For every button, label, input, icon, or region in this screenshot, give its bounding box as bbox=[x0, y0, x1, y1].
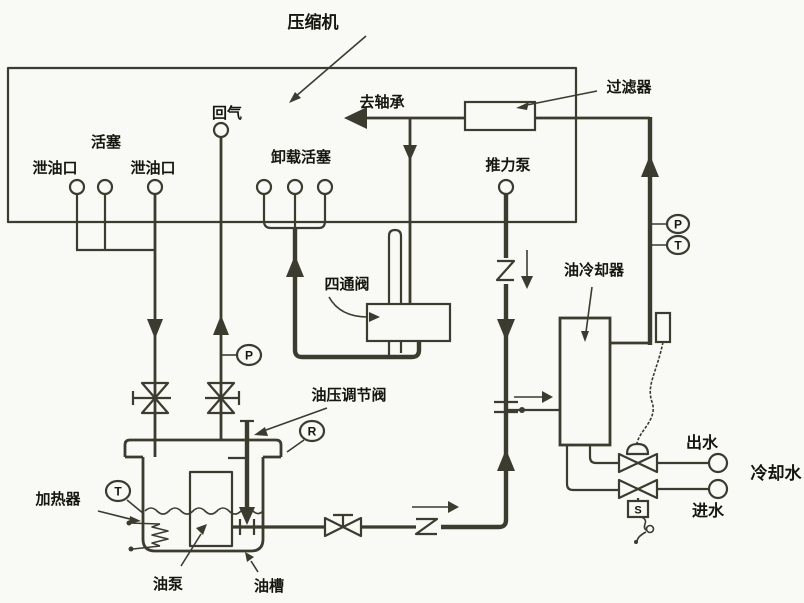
label-to-bearing: 去轴承 bbox=[359, 93, 404, 111]
label-piston: 活塞 bbox=[91, 133, 122, 151]
diaphragm-actuator bbox=[625, 442, 650, 456]
regulator-gauge bbox=[298, 419, 326, 443]
compressor-casing bbox=[6, 66, 578, 224]
four-way-valve bbox=[365, 302, 452, 343]
pump-discharge-line bbox=[323, 501, 459, 538]
label-four-way-valve: 四通阀 bbox=[324, 275, 369, 293]
four-way-valve-leader bbox=[328, 296, 369, 318]
flow-arrow-right bbox=[542, 391, 553, 403]
pressure-gauge-letter: P bbox=[245, 349, 253, 363]
flow-arrow-right bbox=[448, 501, 459, 513]
tank-body bbox=[141, 457, 265, 553]
flow-arrow-down bbox=[147, 319, 163, 339]
oil-filter bbox=[463, 100, 537, 132]
unloading-piston-ports bbox=[255, 178, 422, 360]
return-gas-port bbox=[212, 121, 230, 139]
flow-arrow-up bbox=[497, 449, 515, 471]
solenoid-box bbox=[626, 499, 650, 519]
oil-cooler-leader bbox=[585, 286, 593, 333]
water-outlet-valve bbox=[617, 442, 659, 474]
temperature-gauge-letter: T bbox=[114, 485, 122, 499]
four-way-valve-assembly bbox=[328, 118, 452, 357]
filter-leader bbox=[526, 90, 598, 106]
tank-cover bbox=[123, 438, 283, 457]
label-drain-port-right: 泄油口 bbox=[130, 159, 175, 177]
water-inlet-connection bbox=[707, 478, 729, 500]
temperature-sensor-bulb bbox=[654, 311, 672, 344]
pressure-gauge bbox=[235, 343, 263, 367]
thrust-pump-line bbox=[441, 178, 560, 530]
label-oil-tank: 油槽 bbox=[254, 577, 284, 595]
text-labels: 压缩机 回气 活塞 泄油口 泄油口 卸载活塞 去轴承 过滤器 推力泵 四通阀 油… bbox=[32, 12, 802, 595]
oil-pump bbox=[188, 470, 234, 548]
flow-arrow-up bbox=[213, 315, 229, 335]
oil-pump-leader bbox=[180, 533, 202, 567]
compressor-leader bbox=[294, 35, 367, 98]
flow-arrow-up bbox=[286, 255, 304, 277]
label-oil-cooler: 油冷却器 bbox=[564, 261, 625, 279]
label-return-gas: 回气 bbox=[212, 104, 242, 122]
capillary-line bbox=[636, 341, 664, 444]
regulator-gauge-letter: R bbox=[308, 425, 317, 439]
heater bbox=[126, 520, 169, 552]
flow-arrow-down bbox=[497, 319, 515, 341]
flow-arrow-down-small bbox=[521, 276, 533, 289]
oil-drain-lines bbox=[68, 178, 171, 457]
heater-leader bbox=[97, 510, 131, 520]
cooling-water-section: S bbox=[565, 442, 729, 544]
temperature-gauge-letter: T bbox=[674, 239, 682, 253]
flow-arrow-up bbox=[641, 155, 659, 177]
thrust-pump-port bbox=[497, 178, 515, 196]
line-break-symbol bbox=[495, 259, 516, 282]
label-filter: 过滤器 bbox=[606, 78, 652, 96]
water-outlet-connection bbox=[707, 452, 729, 474]
label-cooling-water: 冷却水 bbox=[751, 463, 803, 483]
flow-arrow-down bbox=[403, 145, 417, 161]
label-oil-pump: 油泵 bbox=[153, 575, 183, 593]
regulator-leader bbox=[265, 407, 328, 431]
label-water-in: 进水 bbox=[692, 501, 725, 520]
tank-temp-leader bbox=[126, 499, 145, 515]
oil-cooler-assembly bbox=[558, 286, 672, 447]
temperature-gauge bbox=[104, 479, 132, 503]
label-drain-port-left: 泄油口 bbox=[32, 159, 77, 177]
oil-pressure-regulating-valve: R bbox=[228, 407, 328, 525]
shutoff-valve-drain bbox=[131, 381, 171, 415]
temperature-gauge bbox=[665, 234, 691, 256]
discharge-gauges: P T bbox=[650, 213, 691, 256]
capped-tube bbox=[387, 228, 403, 304]
shutoff-valve-return bbox=[205, 381, 241, 415]
label-compressor: 压缩机 bbox=[288, 12, 339, 32]
label-oil-pressure-regulating-valve: 油压调节阀 bbox=[311, 386, 386, 404]
oil-tank-leader bbox=[250, 560, 259, 573]
pressure-gauge-letter: P bbox=[674, 218, 682, 232]
label-water-out: 出水 bbox=[686, 433, 719, 452]
label-heater: 加热器 bbox=[34, 490, 81, 508]
return-gas-line: P bbox=[205, 121, 263, 440]
discharge-valve bbox=[323, 513, 363, 538]
line-break-symbol bbox=[414, 517, 439, 536]
solenoid-letter: S bbox=[634, 505, 641, 517]
label-unloading-piston: 卸载活塞 bbox=[271, 148, 332, 166]
bearing-supply-line bbox=[344, 90, 659, 345]
pressure-gauge bbox=[665, 213, 691, 235]
water-inlet-valve: S bbox=[617, 478, 659, 544]
flow-arrow-left bbox=[344, 107, 367, 129]
label-thrust-pump: 推力泵 bbox=[485, 156, 530, 174]
oil-tank-assembly: T bbox=[104, 438, 325, 553]
